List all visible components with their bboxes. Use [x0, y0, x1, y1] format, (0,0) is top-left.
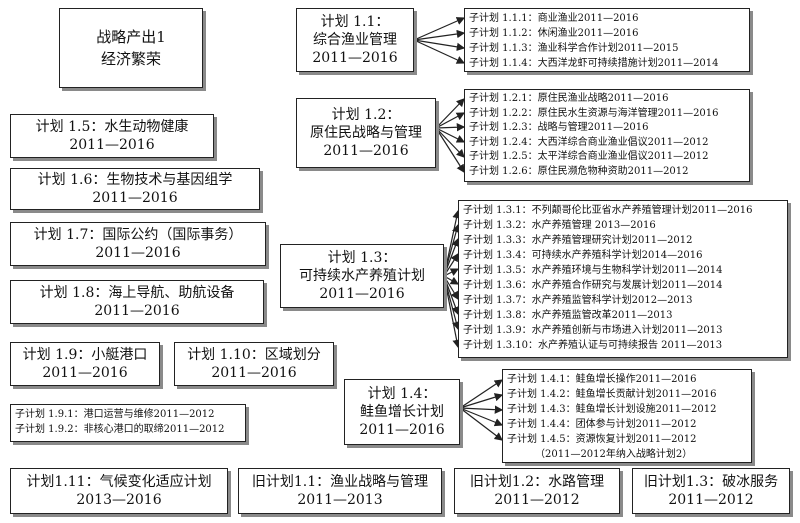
plan-1-5-box: 计划 1.5：水生动物健康 2011—2016 [10, 114, 214, 158]
subplan-item: 子计划 1.2.4：大西洋综合商业渔业倡议2011—2012 [469, 136, 709, 148]
plan-years: 2013—2016 [76, 492, 162, 508]
plan-years: 2011—2016 [312, 50, 398, 66]
subplan-item: 子计划 1.3.3：水产养殖管理研究计划2011—2012 [463, 235, 693, 246]
subplan-item: 子计划 1.1.1：商业渔业2011—2016 [469, 13, 639, 24]
plan-title: 计划 1.2： [331, 107, 401, 123]
subplan-item: 子计划 1.4.3：鲑鱼增长计划设施2011—2012 [507, 404, 717, 415]
subplan-item: 子计划 1.3.6：水产养殖合作研究与发展计划2011—2014 [463, 280, 723, 291]
subplan-item: 子计划 1.2.1：原住民渔业战略2011—2016 [469, 93, 669, 104]
plan-title: 旧计划1.3：破冰服务 [643, 474, 779, 490]
subplan-item: 子计划 1.3.1：不列颠哥伦比亚省水产养殖管理计划2011—2016 [463, 205, 753, 216]
subplan-item: 子计划 1.3.2：水产养殖管理 2013—2016 [463, 220, 656, 231]
plan-title: 计划 1.10：区域划分 [187, 347, 321, 363]
subplan-item: 子计划 1.3.7：水产养殖监管科学计划2012—2013 [463, 295, 693, 306]
subplan-item: 子计划 1.9.1：港口运营与维修2011—2012 [15, 409, 215, 420]
subplan-item: 子计划 1.2.5：太平洋综合商业渔业倡议2011—2012 [469, 151, 709, 162]
subplan-item: 子计划 1.1.2：休闲渔业2011—2016 [469, 28, 639, 39]
plan-title: 计划 1.9：小艇港口 [22, 347, 148, 363]
plan-title: 计划 1.7：国际公约（国际事务） [33, 227, 243, 243]
subplan-item: 子计划 1.4.5：资源恢复计划2011—2012 [507, 434, 697, 445]
subplan-item: 子计划 1.3.10：水产养殖认证与可持续报告 2011—2013 [463, 340, 723, 351]
strategy-subtitle: 经济繁荣 [100, 50, 161, 68]
plan-1-7-box: 计划 1.7：国际公约（国际事务） 2011—2016 [10, 222, 266, 266]
subplan-item: 子计划 1.3.5：水产养殖环境与生物科学计划2011—2014 [463, 265, 723, 276]
plan-years: 2011—2016 [319, 286, 405, 302]
plan-years: 2011—2016 [42, 365, 128, 381]
plan-1-4-box: 计划 1.4： 鲑鱼增长计划 2011—2016 [344, 379, 460, 445]
plan-title: 计划 1.6：生物技术与基因组学 [37, 172, 233, 188]
plan-1-3-box: 计划 1.3： 可持续水产养殖计划 2011—2016 [280, 244, 444, 308]
subplan-item: 子计划 1.4.2：鲑鱼增长贡献计划2011—2016 [507, 389, 717, 400]
plan-1-8-box: 计划 1.8：海上导航、助航设备 2011—2016 [10, 280, 264, 324]
strategy-outcome-box: 战略产出1 经济繁荣 [59, 8, 203, 88]
plan-years: 2011—2013 [297, 492, 383, 508]
plan-name: 综合渔业管理 [313, 32, 397, 48]
plan-title: 计划 1.3： [327, 250, 397, 266]
plan-title: 计划 1.4： [367, 386, 437, 402]
old-plan-1-3-box: 旧计划1.3：破冰服务 2011—2012 [632, 468, 790, 514]
plan-years: 2011—2016 [323, 143, 409, 159]
subplan-item: 子计划 1.4.1：鲑鱼增长操作2011—2016 [507, 374, 697, 385]
plan-name: 鲑鱼增长计划 [360, 404, 444, 420]
subplans-1-9-box: 子计划 1.9.1：港口运营与维修2011—2012 子计划 1.9.2：非核心… [10, 404, 246, 442]
subplans-1-1-box: 子计划 1.1.1：商业渔业2011—2016 子计划 1.1.2：休闲渔业20… [464, 8, 750, 72]
subplans-1-2-box: 子计划 1.2.1：原住民渔业战略2011—2016 子计划 1.2.2：原住民… [464, 89, 750, 182]
subplan-note: （2011—2012年纳入战略计划2） [535, 449, 693, 460]
plan-years: 2011—2016 [95, 245, 181, 261]
plan-1-1-box: 计划 1.1： 综合渔业管理 2011—2016 [296, 8, 414, 72]
strategy-title: 战略产出1 [96, 28, 166, 46]
plan-1-2-box: 计划 1.2： 原住民战略与管理 2011—2016 [296, 98, 436, 168]
plan-years: 2011—2016 [69, 137, 155, 153]
subplans-1-3-box: 子计划 1.3.1：不列颠哥伦比亚省水产养殖管理计划2011—2016 子计划 … [458, 200, 788, 358]
subplan-item: 子计划 1.1.3：渔业科学合作计划2011—2015 [469, 43, 679, 54]
plan-years: 2011—2012 [668, 492, 754, 508]
plan-years: 2011—2016 [211, 365, 297, 381]
plan-1-11-box: 计划1.11：气候变化适应计划 2013—2016 [10, 468, 228, 514]
plan-years: 2011—2016 [359, 422, 445, 438]
subplan-item: 子计划 1.2.6：原住民濒危物种资助2011—2012 [469, 165, 689, 177]
plan-title: 计划 1.8：海上导航、助航设备 [39, 285, 235, 301]
subplan-item: 子计划 1.3.9：水产养殖创新与市场进入计划2011—2013 [463, 325, 723, 336]
subplan-item: 子计划 1.3.8：水产养殖监管改革2011—2013 [463, 310, 673, 321]
subplan-item: 子计划 1.9.2：非核心港口的取缔2011—2012 [15, 424, 225, 435]
subplans-1-4-box: 子计划 1.4.1：鲑鱼增长操作2011—2016 子计划 1.4.2：鲑鱼增长… [502, 369, 752, 463]
plan-title: 计划 1.5：水生动物健康 [35, 119, 189, 135]
plan-title: 旧计划1.1：渔业战略与管理 [251, 474, 429, 490]
subplan-item: 子计划 1.2.2：原住民水生资源与海洋管理2011—2016 [469, 107, 719, 119]
plan-name: 可持续水产养殖计划 [299, 268, 425, 284]
plan-years: 2011—2016 [92, 190, 178, 206]
subplan-item: 子计划 1.1.4：大西洋龙虾可持续措施计划2011—2014 [469, 58, 719, 69]
old-plan-1-1-box: 旧计划1.1：渔业战略与管理 2011—2013 [238, 468, 442, 514]
plan-title: 旧计划1.2：水路管理 [469, 474, 605, 490]
plan-1-6-box: 计划 1.6：生物技术与基因组学 2011—2016 [10, 168, 260, 210]
plan-title: 计划1.11：气候变化适应计划 [26, 474, 212, 490]
plan-years: 2011—2016 [94, 303, 180, 319]
old-plan-1-2-box: 旧计划1.2：水路管理 2011—2012 [454, 468, 620, 514]
plan-years: 2011—2012 [494, 492, 580, 508]
plan-title: 计划 1.1： [320, 14, 390, 30]
plan-1-10-box: 计划 1.10：区域划分 2011—2016 [174, 342, 334, 386]
subplan-item: 子计划 1.3.4：可持续水产养殖科学计划2014—2016 [463, 250, 703, 261]
subplan-item: 子计划 1.4.4：团体参与计划2011—2012 [507, 419, 697, 430]
plan-1-9-box: 计划 1.9：小艇港口 2011—2016 [10, 342, 160, 386]
plan-name: 原住民战略与管理 [310, 125, 422, 141]
subplan-item: 子计划 1.2.3：战略与管理2011—2016 [469, 122, 649, 133]
